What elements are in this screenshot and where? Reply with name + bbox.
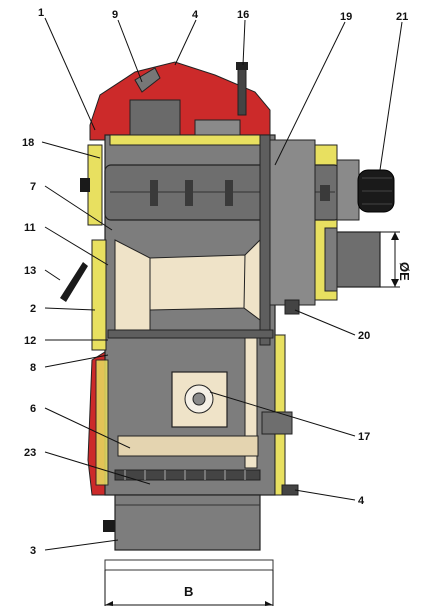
turbulator-2 (185, 180, 193, 206)
dim-b-arrow-left (105, 601, 113, 606)
flue-collar (324, 227, 338, 292)
callout-23: 23 (24, 447, 36, 459)
dim-b-arrow-right (265, 601, 273, 606)
dim-e-arrow-top (391, 232, 399, 240)
door-hinge-top (80, 178, 90, 192)
callout-12: 12 (24, 335, 36, 347)
callout-17: 17 (358, 431, 370, 443)
base-plinth (104, 559, 274, 571)
ash-door (114, 494, 261, 551)
callout-20: 20 (358, 330, 370, 342)
fan-housing (336, 159, 360, 221)
callout-2: 2 (30, 303, 36, 315)
callout-4-bottom: 4 (358, 495, 365, 507)
top-valve (134, 67, 161, 93)
ash-door-handle (103, 520, 115, 532)
callout-11: 11 (24, 222, 36, 234)
vent-pipe-cap (236, 62, 248, 70)
door-handle (60, 262, 88, 302)
vent-pipe (237, 64, 247, 116)
dimension-b-label: B (184, 584, 193, 599)
grate (114, 469, 261, 481)
combustion-chamber (149, 254, 251, 311)
callout-9: 9 (112, 9, 118, 21)
callout-8: 8 (30, 362, 36, 374)
callout-21: 21 (396, 11, 408, 23)
callout-6: 6 (30, 403, 36, 415)
callout-4-top: 4 (192, 9, 199, 21)
callout-7: 7 (30, 181, 36, 193)
right-chamber (269, 139, 316, 306)
refractory-plate (117, 435, 259, 457)
turbulator-3 (225, 180, 233, 206)
dimension-e-label: ØE (397, 262, 412, 281)
insulation-left-mid (91, 239, 107, 351)
callout-18: 18 (22, 137, 34, 149)
bracket-20 (284, 299, 300, 315)
insulation-left-lower (95, 359, 109, 486)
chamber-floor (107, 329, 274, 339)
callout-16: 16 (237, 9, 249, 21)
top-chamber (129, 99, 181, 136)
callout-13: 13 (24, 265, 36, 277)
inspection-port-inner (192, 392, 206, 406)
turbulator-5 (320, 185, 330, 201)
top-box-right (194, 119, 241, 136)
callout-19: 19 (340, 11, 352, 23)
insulation-top (109, 134, 271, 146)
callout-1: 1 (38, 7, 44, 19)
chamber-lining-right (243, 238, 261, 321)
flue-outlet (334, 231, 381, 288)
callout-3: 3 (30, 545, 36, 557)
dim-e-arrow-bottom (391, 279, 399, 287)
vertical-duct (259, 134, 271, 346)
turbulator-1 (150, 180, 158, 206)
